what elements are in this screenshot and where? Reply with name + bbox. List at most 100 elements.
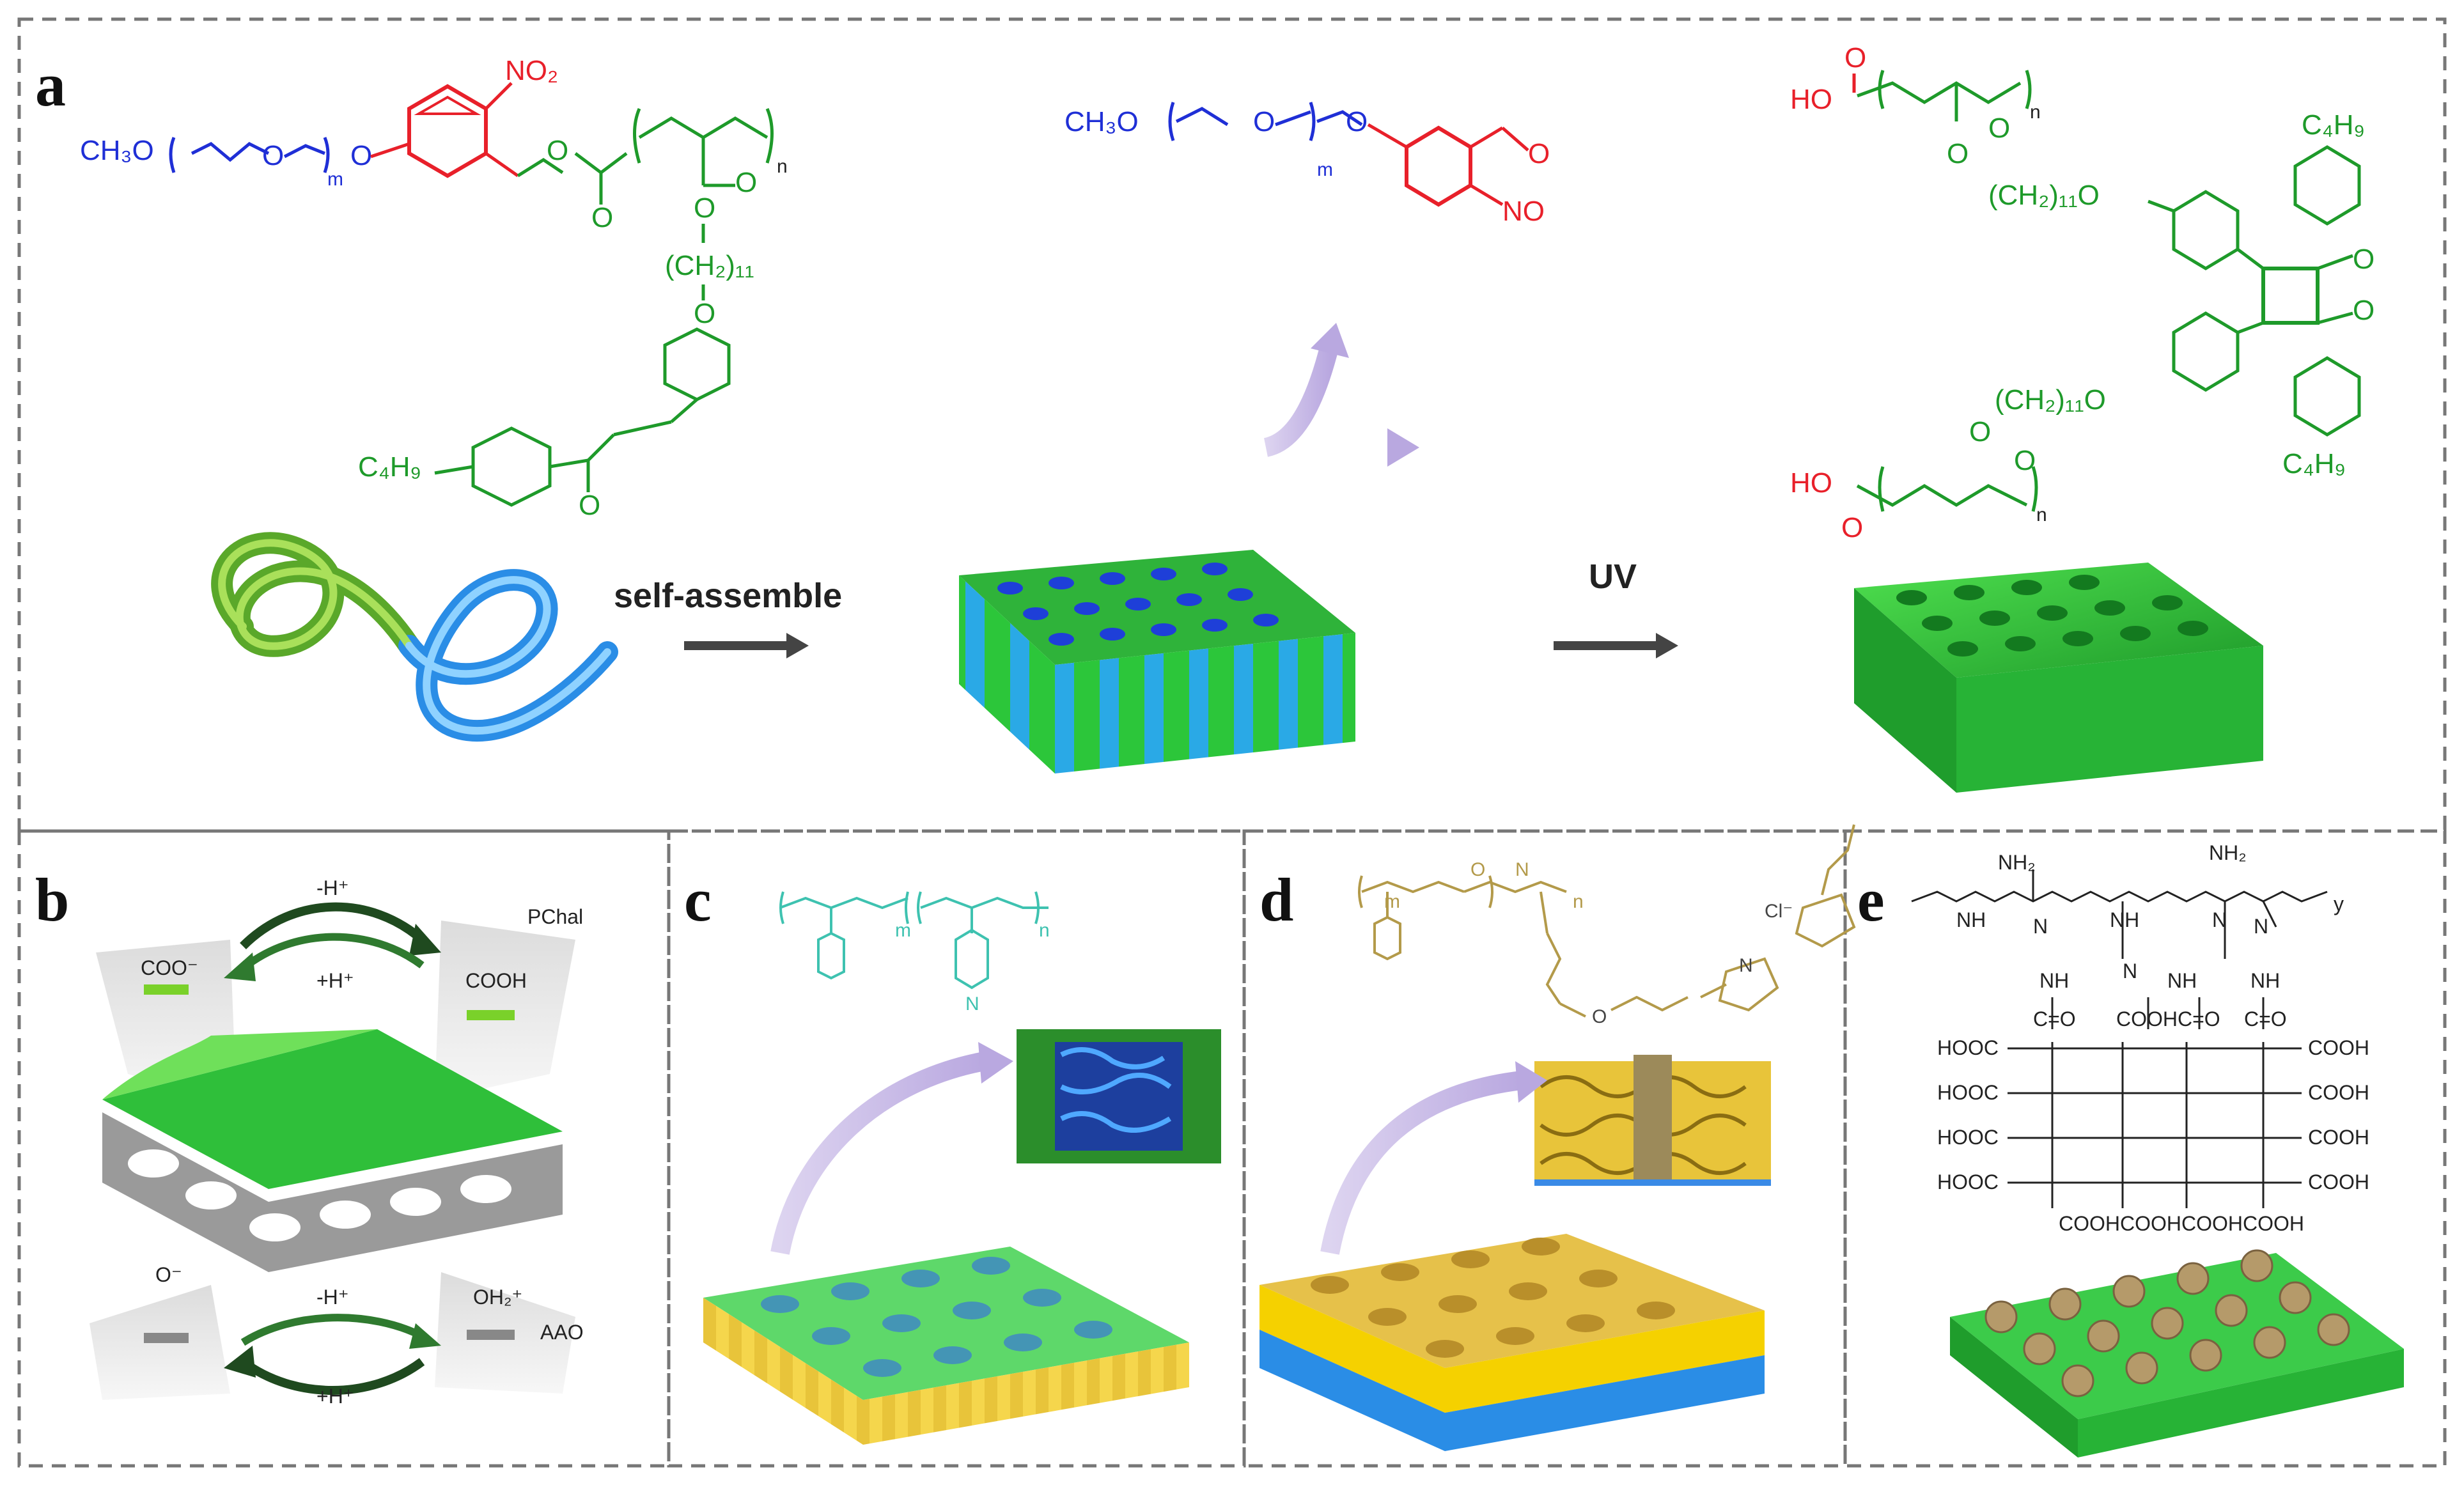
d-blue-right [1445,1355,1765,1451]
d-o1: O [1470,859,1485,880]
c-membrane-top [703,1247,1189,1400]
polymer-coil-illustration [211,532,618,742]
coo-minus-label: COO⁻ [141,956,198,979]
left-o7: O [694,298,715,329]
d-zoom-arrow [1320,1071,1523,1255]
right-ho1: HO [1790,84,1832,115]
cleavage-arrow [1138,323,1419,467]
e-cooh-2: COOH [2308,1081,2369,1104]
e-hooc-2: HOOC [1937,1081,1999,1104]
coo-minus-bar [144,984,189,995]
e-c-o-1: C=O [2033,1007,2076,1030]
d-nh: N [1515,859,1529,880]
right-o4: O [2353,295,2374,326]
c-membrane-right [863,1342,1189,1445]
e-nh-4: NH [2167,969,2197,992]
mid-o1: O [1253,106,1275,137]
pore-dots [997,563,1279,646]
bottom-minus-h-label: -H⁺ [316,1286,349,1309]
top-plus-h-label: +H⁺ [316,969,354,992]
panel-a: a CH₃O O m O NO₂ O O O [35,42,2374,793]
right-o-bottom: O [1841,512,1863,543]
ps-p4vp-structure [779,891,1049,990]
e-n-2: N [2212,908,2227,931]
d-brush-inset [1534,1055,1771,1186]
panel-letter-e: e [1857,866,1885,934]
d-blue-left [1259,1330,1445,1451]
e-brush-spots [1984,1249,2350,1397]
e-nh-5: NH [2250,969,2280,992]
e-membrane-right [2078,1349,2404,1458]
e-hooc-3: HOOC [1937,1126,1999,1149]
right-o-top: O [1844,42,1866,74]
e-nh-1: NH [1956,908,1986,931]
mid-ch3o: CH₃O [1064,106,1139,137]
pchal-curl [102,1029,377,1100]
o-minus-bar [144,1333,189,1343]
d-n: n [1573,891,1584,912]
left-ch2-11: (CH₂)₁₁ [665,250,754,281]
pei-structure [1911,869,2328,1208]
panel-e: e NH₂ NH₂ NH N NH N N N y [1857,841,2404,1458]
right-o2: O [1947,138,1969,169]
mid-o2: O [1346,106,1368,137]
top-arrow-left [240,933,425,972]
panel-b: b COO⁻ COOH PChal -H⁺ +H⁺ O⁻ OH₂⁺ AAO [35,866,584,1408]
d-gold-left [1259,1285,1445,1413]
d-gold-right [1445,1310,1765,1413]
aao-pores [128,1149,511,1241]
right-c4h9-bottom: C₄H₉ [2282,448,2346,479]
released-peg-fragment: CH₃O O m O O NO [1064,102,1550,227]
right-o3: O [2353,244,2374,275]
bottom-plus-h-label: +H⁺ [316,1385,354,1408]
e-cooh-1: COOH [2308,1036,2369,1059]
left-n: n [777,156,788,177]
bottom-arrow-left [240,1358,425,1395]
left-no2: NO₂ [505,55,558,86]
e-nh2-2: NH₂ [2209,841,2247,864]
right-ch2-11-top: (CH₂)₁₁O [1988,180,2100,211]
ps-pil-structure [1358,824,1856,1018]
mid-no: NO [1502,196,1545,227]
e-y: y [2334,892,2344,915]
left-o8: O [579,490,600,521]
porous-green-membrane [1854,563,2263,793]
e-cooh-3: COOH [2308,1126,2369,1149]
c-m-label: m [895,920,911,941]
right-c4h9-top: C₄H₉ [2302,109,2365,141]
d-m: m [1384,891,1400,912]
aao-label: AAO [540,1321,584,1344]
e-bottom-cooh-row: COOHCOOHCOOHCOOH [2059,1212,2304,1235]
e-n-3: N [2123,960,2137,983]
d-pores [1311,1238,1675,1358]
e-n-4: N [2254,915,2268,938]
e-hooc-1: HOOC [1937,1036,1999,1059]
pchal-label: PChal [527,905,583,928]
c-membrane-left [703,1298,863,1445]
crosslinked-structure: HO O n O O (CH₂)₁₁O O O C₄H₉ C₄H₉ (CH₂)₁… [1790,42,2374,543]
striped-membrane-block [959,550,1355,774]
panel-letter-c: c [684,866,712,934]
left-polymer-structure: CH₃O O m O NO₂ O O O O n [80,55,788,521]
left-o2: O [350,140,372,171]
cooh-bar [467,1010,515,1020]
panel-c: c m n N [684,866,1221,1445]
panel-d: d O N m n O N Cl⁻ [1259,824,1856,1451]
right-n2: n [2036,504,2047,525]
right-o6: O [2014,445,2036,476]
left-o6: O [694,192,715,224]
left-m: m [327,169,343,190]
pore-holes [1896,575,2208,657]
uv-arrow [1554,633,1678,658]
e-membrane-left [1950,1317,2078,1458]
e-c-o-2: C=O [2244,1007,2287,1030]
panel-letter-b: b [35,866,69,934]
left-o1: O [262,140,284,171]
oh2-plus-label: OH₂⁺ [473,1286,522,1309]
c-zoom-arrow [770,1052,986,1255]
left-c4h9: C₄H₉ [358,451,421,483]
right-ho2: HO [1790,467,1832,499]
e-nh-3: NH [2039,969,2069,992]
mid-m: m [1317,159,1333,180]
mid-o3: O [1528,138,1550,169]
